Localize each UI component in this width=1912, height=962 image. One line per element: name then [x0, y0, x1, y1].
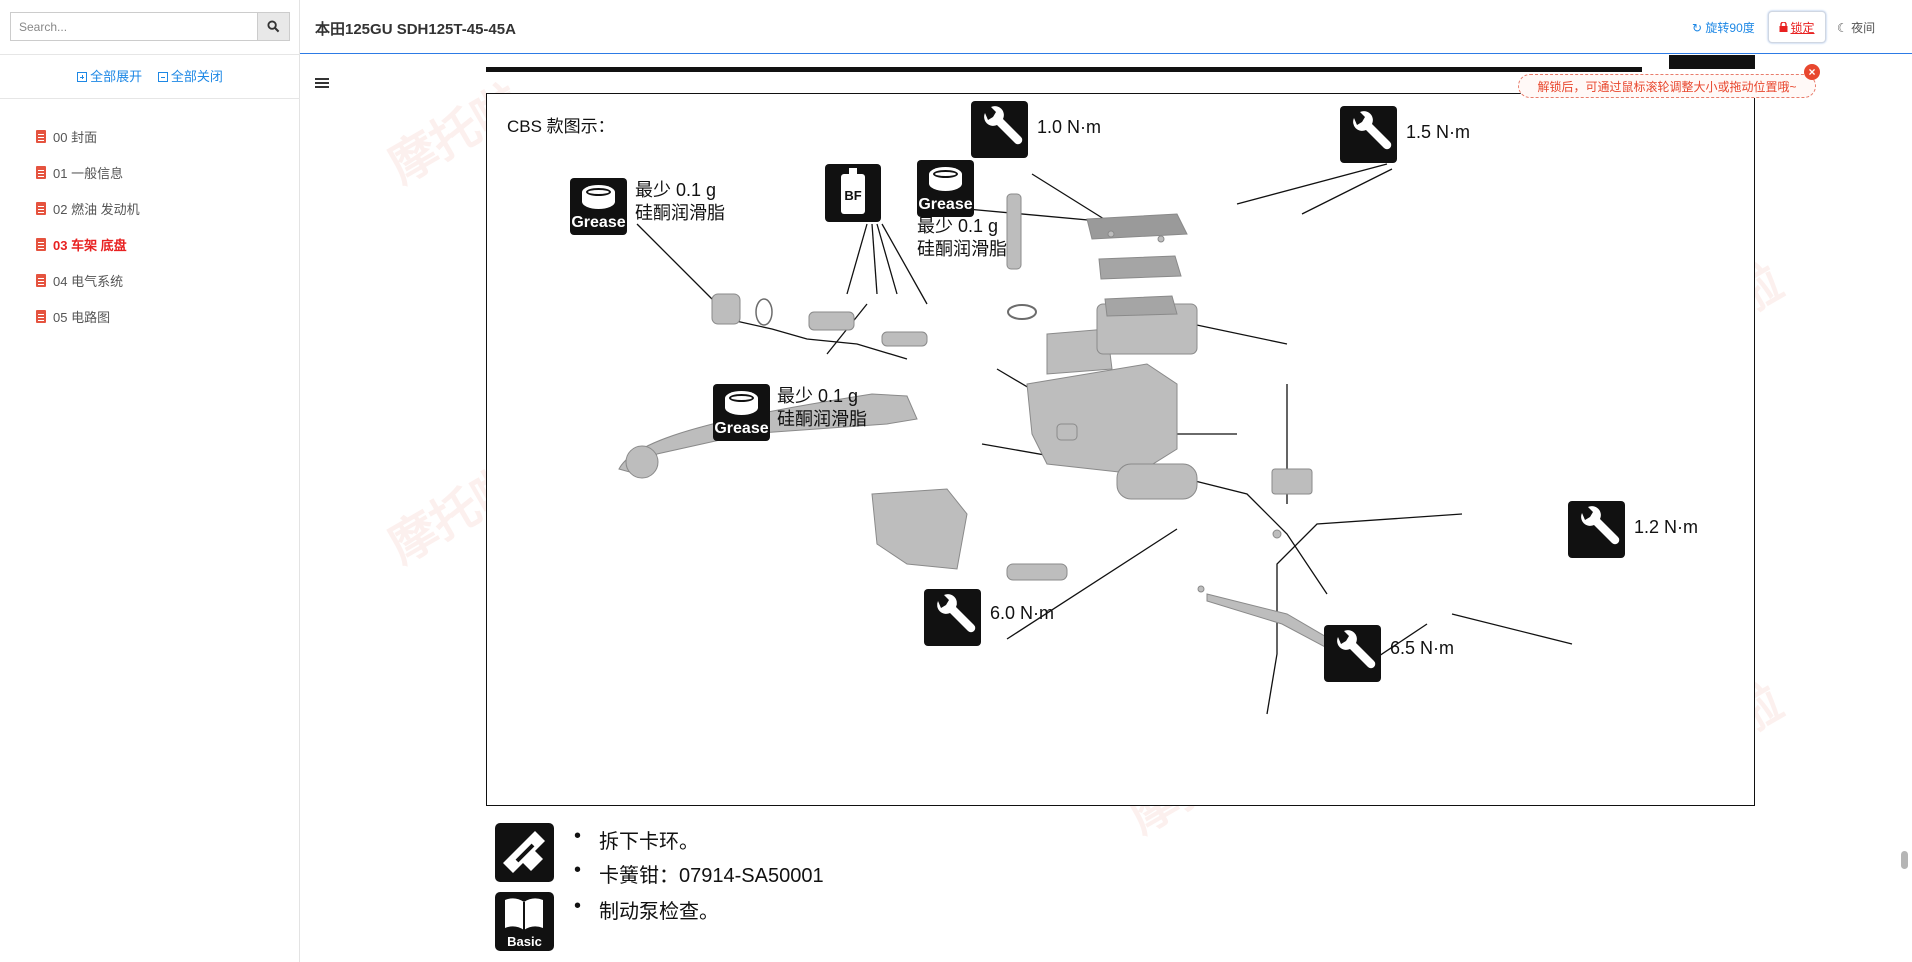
- page-top-rule: [486, 67, 1642, 72]
- instruction-snap-ring-pliers: 卡簧钳：07914-SA50001: [574, 859, 824, 888]
- tree-item-label: 04 电气系统: [53, 273, 124, 289]
- lock-label: 锁定: [1790, 20, 1815, 35]
- wrench-icon: [1568, 501, 1625, 558]
- instruction-master-cylinder-check: 制动泵检查。: [574, 895, 719, 924]
- brake-fluid-icon: BF: [825, 164, 881, 222]
- moon-icon: ☾: [1837, 21, 1848, 35]
- grease-icon-text: Grease: [918, 196, 973, 213]
- basic-label: Basic: [507, 934, 542, 949]
- instruction-remove-clip: 拆下卡环。: [574, 825, 699, 854]
- document-viewer[interactable]: 摩托啦 摩托啦 摩托啦 摩托啦 摩托啦 摩托啦 摩托啦 摩托啦 摩托啦 摩托啦 …: [301, 55, 1898, 962]
- tree-item-fuel-engine[interactable]: 02 燃油 发动机: [36, 190, 140, 226]
- document-icon: [36, 129, 46, 143]
- document-icon: [36, 165, 46, 179]
- header: 本田125GU SDH125T-45-45A ↻ 旋转90度 锁定 ☾ 夜间: [300, 0, 1912, 54]
- tree-item-cover[interactable]: 00 封面: [36, 118, 140, 154]
- search-input[interactable]: [11, 13, 257, 40]
- grease-icon: Grease: [713, 384, 770, 441]
- torque-value-1: 1.0 N·m: [1037, 117, 1102, 137]
- tree-item-label: 01 一般信息: [53, 165, 124, 181]
- sidebar: 全部展开 全部关闭 00 封面 01 一般信息 02 燃油 发动机 03 车架 …: [0, 0, 300, 962]
- brake-fluid-text: BF: [844, 188, 862, 203]
- menu-toggle-icon[interactable]: [315, 78, 329, 90]
- torque-value-3: 1.2 N·m: [1634, 517, 1699, 537]
- tooltip-close-button[interactable]: ×: [1804, 64, 1820, 80]
- tree-item-frame-chassis[interactable]: 03 车架 底盘: [36, 226, 140, 262]
- document-icon: [36, 273, 46, 287]
- plus-square-icon: [77, 72, 88, 82]
- expand-collapse-row: 全部展开 全部关闭: [0, 66, 300, 85]
- search-box: [10, 12, 290, 41]
- wrench-icon: [924, 589, 981, 646]
- wrench-icon: [971, 101, 1028, 158]
- unlock-tooltip: 解锁后，可通过鼠标滚轮调整大小或拖动位置哦~: [1518, 74, 1816, 98]
- tool-icon: [495, 823, 554, 882]
- grease-type-2: 硅酮润滑脂: [917, 239, 1007, 259]
- lock-button[interactable]: 锁定: [1768, 11, 1826, 43]
- collapse-all-label: 全部关闭: [170, 69, 223, 84]
- document-icon: [36, 237, 46, 251]
- grease-type-3: 硅酮润滑脂: [777, 409, 867, 429]
- rotate-button[interactable]: ↻ 旋转90度: [1692, 19, 1755, 36]
- grease-amount-3: 最少 0.1 g: [777, 386, 859, 406]
- scrollbar-track[interactable]: [1898, 55, 1912, 962]
- torque-value-4: 6.0 N·m: [990, 603, 1055, 623]
- night-mode-button[interactable]: ☾ 夜间: [1837, 19, 1875, 36]
- night-label: 夜间: [1851, 21, 1876, 35]
- exploded-view-drawing: [618, 163, 1573, 715]
- collapse-all-button[interactable]: 全部关闭: [157, 69, 223, 84]
- grease-amount-1: 最少 0.1 g: [635, 180, 717, 200]
- tree-item-electrical[interactable]: 04 电气系统: [36, 262, 140, 298]
- grease-type-1: 硅酮润滑脂: [635, 203, 725, 223]
- expand-all-button[interactable]: 全部展开: [77, 69, 142, 84]
- tree-item-wiring-diagram[interactable]: 05 电路图: [36, 298, 140, 334]
- sidebar-divider: [0, 98, 300, 99]
- search-icon: [267, 20, 280, 33]
- tree-item-label: 02 燃油 发动机: [53, 201, 140, 217]
- torque-value-5: 6.5 N·m: [1390, 638, 1455, 658]
- torque-value-2: 1.5 N·m: [1406, 122, 1471, 142]
- grease-icon: Grease: [570, 178, 627, 235]
- tree-item-general-info[interactable]: 01 一般信息: [36, 154, 140, 190]
- page-top-block: [1669, 55, 1755, 69]
- sidebar-divider: [0, 54, 300, 55]
- wrench-icon: [1324, 625, 1381, 682]
- scrollbar-thumb[interactable]: [1901, 851, 1908, 869]
- tree-item-label: 05 电路图: [53, 309, 111, 325]
- grease-icon-text: Grease: [714, 420, 769, 437]
- rotate-label: 旋转90度: [1705, 21, 1755, 35]
- tree-item-label: 00 封面: [53, 129, 98, 145]
- chapter-tree: 00 封面 01 一般信息 02 燃油 发动机 03 车架 底盘 04 电气系统…: [36, 118, 140, 334]
- minus-square-icon: [157, 72, 168, 82]
- lock-icon: [1779, 22, 1788, 32]
- grease-icon: Grease: [917, 160, 974, 217]
- basic-book-icon: Basic: [495, 892, 554, 951]
- grease-amount-2: 最少 0.1 g: [917, 216, 999, 236]
- document-icon: [36, 201, 46, 215]
- document-icon: [36, 309, 46, 323]
- expand-all-label: 全部展开: [90, 69, 143, 84]
- cbs-label: CBS 款图示：: [507, 117, 615, 136]
- search-button[interactable]: [257, 13, 289, 40]
- page-title: 本田125GU SDH125T-45-45A: [315, 21, 516, 38]
- tree-item-label: 03 车架 底盘: [53, 237, 127, 253]
- rotate-icon: ↻: [1692, 21, 1703, 35]
- grease-icon-text: Grease: [571, 214, 626, 231]
- wrench-icon: [1340, 106, 1397, 163]
- brake-master-cylinder-diagram: CBS 款图示：: [486, 93, 1755, 806]
